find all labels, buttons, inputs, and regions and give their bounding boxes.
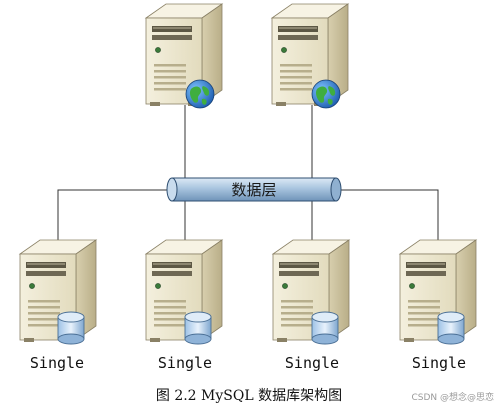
database-cylinder-icon [437, 311, 465, 345]
db-server-label: Single [30, 354, 84, 372]
web-server-1 [145, 3, 223, 109]
db-server-label: Single [412, 354, 466, 372]
globe-icon [185, 79, 215, 109]
database-cylinder-icon [57, 311, 85, 345]
db-server-label: Single [158, 354, 212, 372]
globe-icon [311, 79, 341, 109]
database-cylinder-icon [184, 311, 212, 345]
connection-lines [57, 105, 439, 318]
db-server-1: Single [19, 239, 97, 372]
watermark: CSDN @想念@思恋 [411, 391, 494, 403]
db-server-label: Single [285, 354, 339, 372]
db-server-3: Single [272, 239, 350, 372]
data-layer-bus: 数据层 [166, 177, 342, 202]
web-server-2 [271, 3, 349, 109]
db-server-4: Single [399, 239, 477, 372]
db-server-2: Single [145, 239, 223, 372]
database-cylinder-icon [311, 311, 339, 345]
bus-label: 数据层 [231, 181, 276, 199]
figure-caption: 图 2.2 MySQL 数据库架构图 [156, 388, 342, 404]
